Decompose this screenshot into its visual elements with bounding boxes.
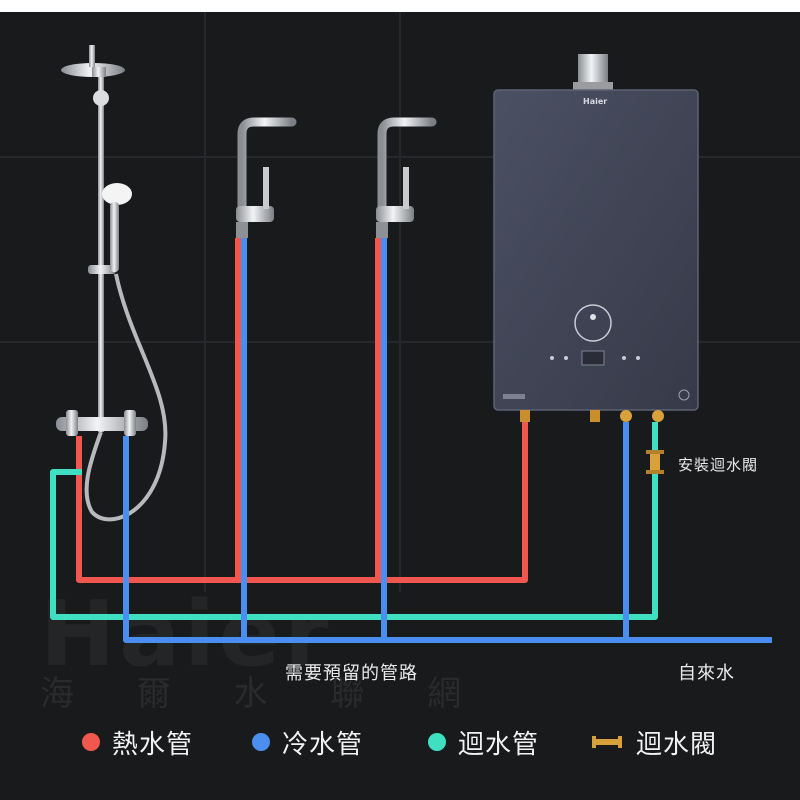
heater-display xyxy=(581,350,605,366)
return-valve xyxy=(646,450,664,474)
legend: 熱水管 冷水管 迴水管 迴水閥 xyxy=(0,712,800,772)
cold-water-pipes xyxy=(123,238,772,643)
watermark-brand: Haier xyxy=(40,582,333,687)
label-reserved-pipes: 需要預留的管路 xyxy=(285,663,418,684)
label-tap-water: 自來水 xyxy=(678,663,735,684)
faucet-left xyxy=(236,117,297,238)
legend-label-valve: 迴水閥 xyxy=(636,729,718,760)
legend-item-return: 迴水管 xyxy=(428,712,539,772)
watermark-text: 海 爾 水 聯 網 xyxy=(40,674,488,714)
water-heater xyxy=(493,54,699,422)
legend-label-hot: 熱水管 xyxy=(112,729,194,760)
plumbing-diagram xyxy=(0,12,800,643)
legend-label-return: 迴水管 xyxy=(458,729,540,760)
shower-hose xyxy=(84,273,168,522)
legend-item-cold: 冷水管 xyxy=(252,712,363,772)
legend-item-valve: 迴水閥 xyxy=(592,712,718,772)
faucet-right xyxy=(376,117,437,238)
hand-shower-head xyxy=(102,183,132,205)
shower-rail xyxy=(98,77,104,432)
return-pipe xyxy=(50,422,658,620)
return-valve-icon xyxy=(592,736,622,748)
heater-power-button xyxy=(574,304,612,342)
shower-system xyxy=(56,45,168,522)
hot-water-pipes xyxy=(76,238,528,583)
heater-brand-logo: Haier xyxy=(583,97,608,106)
legend-label-cold: 冷水管 xyxy=(282,729,364,760)
diagram-stage: Haier 海 爾 水 聯 網 xyxy=(0,12,800,800)
legend-item-hot: 熱水管 xyxy=(82,712,193,772)
return-pipe-dot-icon xyxy=(428,733,446,751)
hot-pipe-dot-icon xyxy=(82,733,100,751)
label-valve-install: 安裝迴水閥 xyxy=(678,456,759,474)
cold-pipe-dot-icon xyxy=(252,733,270,751)
